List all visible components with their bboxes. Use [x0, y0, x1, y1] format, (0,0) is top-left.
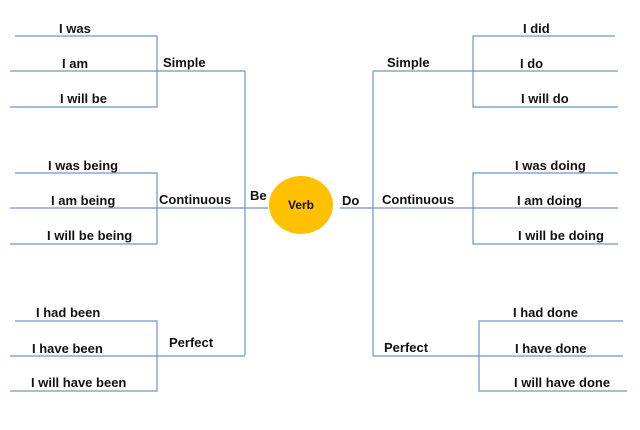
verb-node	[269, 176, 333, 234]
left-item: I had been	[36, 305, 100, 320]
right-item: I had done	[513, 305, 578, 320]
right-item: I will have done	[514, 375, 610, 390]
right-branch-lines	[340, 35, 627, 392]
left-item: I was being	[48, 158, 118, 173]
right-item: I was doing	[515, 158, 586, 173]
be-label: Be	[250, 188, 267, 203]
right-perfect-label: Perfect	[384, 340, 429, 355]
right-item: I am doing	[517, 193, 582, 208]
right-item: I do	[520, 56, 543, 71]
left-item: I will be	[60, 91, 107, 106]
left-continuous-label: Continuous	[159, 192, 231, 207]
right-item: I will be doing	[518, 228, 604, 243]
left-simple-label: Simple	[163, 55, 206, 70]
left-item: I was	[59, 21, 91, 36]
left-item: I will have been	[31, 375, 126, 390]
right-continuous-label: Continuous	[382, 192, 454, 207]
left-item: I will be being	[47, 228, 132, 243]
left-branch-lines	[10, 35, 268, 392]
left-perfect-label: Perfect	[169, 335, 214, 350]
right-item: I will do	[521, 91, 569, 106]
left-item: I have been	[32, 341, 103, 356]
verb-label: Verb	[288, 198, 314, 212]
do-label: Do	[342, 193, 359, 208]
right-item: I did	[523, 21, 550, 36]
right-item: I have done	[515, 341, 587, 356]
right-simple-label: Simple	[387, 55, 430, 70]
left-item: I am	[62, 56, 88, 71]
left-item: I am being	[51, 193, 115, 208]
